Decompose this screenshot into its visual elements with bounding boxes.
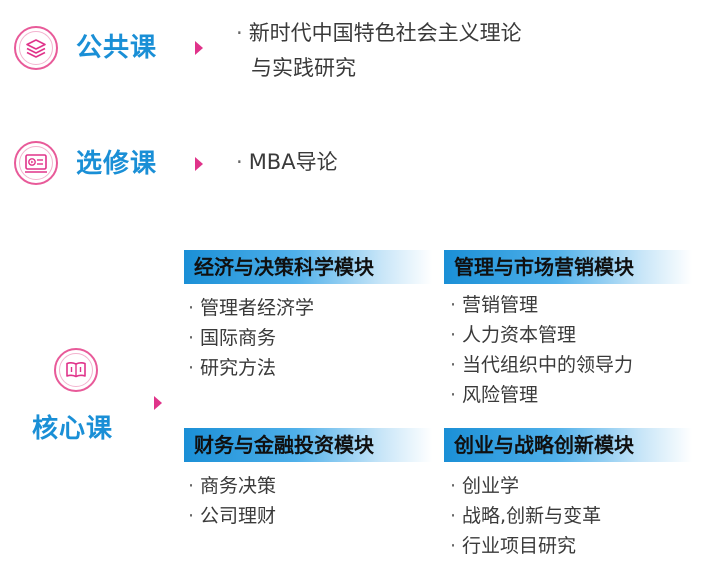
core-arrow-icon: [154, 396, 162, 410]
list-item: ·创业学: [450, 475, 520, 497]
core-course-label: 核心课: [32, 414, 114, 444]
list-item: ·风险管理: [450, 384, 539, 406]
elective-course-label: 选修课: [76, 149, 158, 179]
module-finance-header: 财务与金融投资模块: [184, 428, 432, 462]
list-item: ·营销管理: [450, 294, 539, 316]
module-innovation-list: ·创业学 ·战略,创新与变革 ·行业项目研究: [450, 471, 601, 561]
list-item: ·商务决策: [188, 475, 277, 497]
open-book-icon: [54, 348, 98, 392]
video-player-icon: [14, 141, 58, 185]
public-arrow-icon: [195, 41, 203, 55]
list-item: ·管理者经济学: [188, 297, 315, 319]
module-economics-header: 经济与决策科学模块: [184, 250, 432, 284]
list-item: ·行业项目研究: [450, 535, 577, 557]
list-item: ·研究方法: [188, 357, 277, 379]
public-course-label: 公共课: [76, 33, 158, 63]
module-marketing-header: 管理与市场营销模块: [444, 250, 692, 284]
module-economics-list: ·管理者经济学 ·国际商务 ·研究方法: [188, 293, 314, 383]
list-item: ·国际商务: [188, 327, 277, 349]
public-course-item-cont: 与实践研究: [251, 56, 356, 80]
module-innovation-header: 创业与战略创新模块: [444, 428, 692, 462]
elective-arrow-icon: [195, 157, 203, 171]
layers-icon: [14, 26, 58, 70]
list-item: ·当代组织中的领导力: [450, 354, 634, 376]
module-finance-list: ·商务决策 ·公司理财: [188, 471, 276, 531]
elective-course-item: ·MBA导论: [236, 150, 338, 174]
public-course-item: ·新时代中国特色社会主义理论: [236, 21, 522, 45]
list-item: ·公司理财: [188, 505, 277, 527]
module-marketing-list: ·营销管理 ·人力资本管理 ·当代组织中的领导力 ·风险管理: [450, 290, 633, 410]
list-item: ·人力资本管理: [450, 324, 577, 346]
list-item: ·战略,创新与变革: [450, 505, 602, 527]
